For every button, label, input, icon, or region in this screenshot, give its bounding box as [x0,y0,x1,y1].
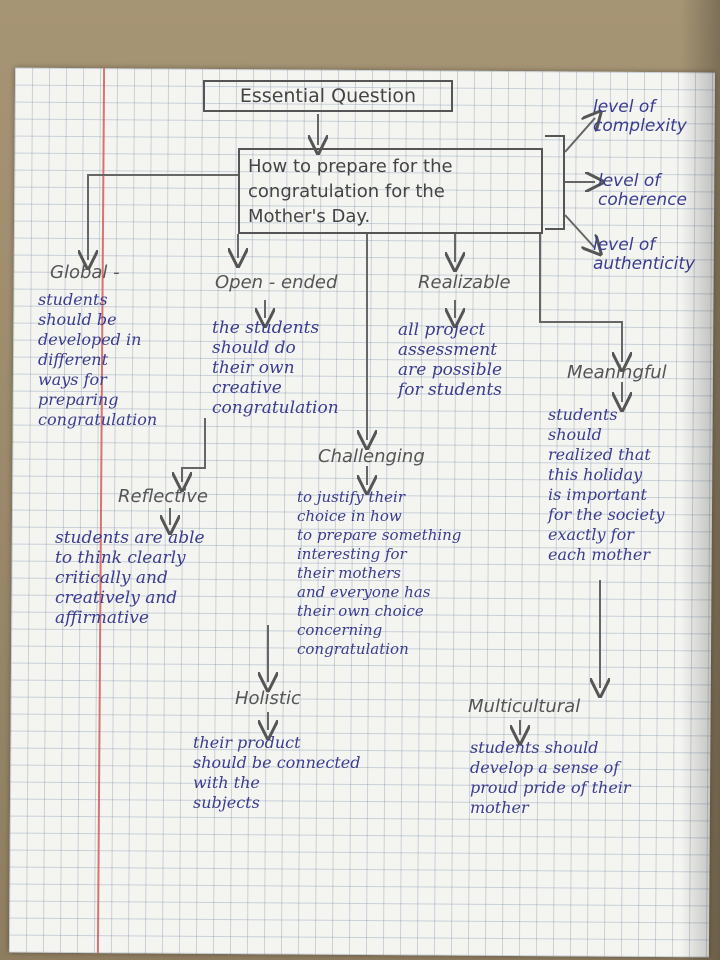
levels-bracket [545,135,565,230]
node-multicultural-heading: Multicultural [468,696,581,717]
node-reflective-heading: Reflective [118,486,208,507]
node-holistic-body: their product should be connected with t… [193,733,361,812]
node-open-ended-heading: Open - ended [215,272,338,293]
essential-question-title: Essential Question [203,80,453,112]
node-challenging-body: to justify their choice in how to prepar… [297,488,462,658]
level-authenticity: level of authenticity [593,235,696,274]
node-realizable-body: all project assessment are possible for … [398,320,503,400]
level-coherence: level of coherence [598,171,688,210]
link-question-global [88,174,238,260]
node-meaningful-heading: Meaningful [567,362,667,383]
link-bracket-authenticity [564,214,595,248]
link-question-meaningful [539,234,622,362]
node-meaningful-body: students should realized that this holid… [548,405,665,564]
central-question: How to prepare for the congratulation fo… [238,148,543,234]
link-bracket-complexity [564,118,595,153]
node-challenging-heading: Challenging [318,446,425,467]
node-multicultural-body: students should develop a sense of proud… [470,738,631,817]
page-shadow [680,0,720,960]
node-realizable-heading: Realizable [418,272,511,293]
level-complexity: level of complexity [593,97,687,136]
node-reflective-body: students are able to think clearly criti… [55,528,205,628]
node-global-heading: Global - [50,262,120,283]
node-open-ended-body: the students should do their own creativ… [212,318,339,418]
link-openended-reflective [182,418,206,482]
node-global-body: students should be developed in differen… [38,290,158,429]
node-holistic-heading: Holistic [235,688,301,709]
